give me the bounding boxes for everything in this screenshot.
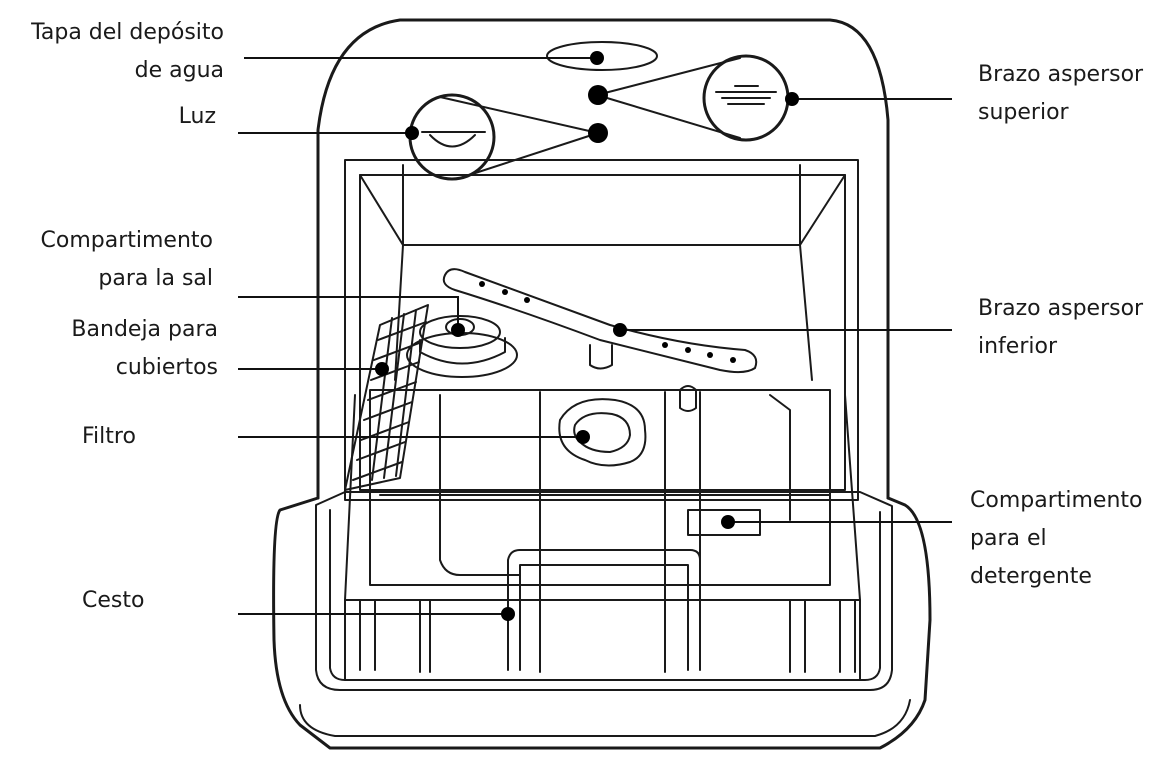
label-detergent-compartment: Compartimento para el detergente [970,482,1142,596]
leader-salt-compartment [238,296,459,330]
light-magnifier [408,93,496,181]
label-line: Luz [178,104,216,129]
label-line: para la sal [98,266,213,291]
label-line: detergente [970,564,1092,589]
dishwasher-door [272,496,932,750]
dishwasher-body [316,18,890,500]
label-line: Bandeja para [71,317,218,342]
label-line: superior [978,100,1069,125]
label-line: Cesto [82,588,145,613]
label-line: de agua [134,58,224,83]
label-line: Compartimento [970,488,1143,513]
label-basket: Cesto [82,582,144,620]
label-salt-compartment: Compartimento para la sal [41,222,213,298]
label-line: para el [970,526,1047,551]
filter-shape [558,398,647,467]
lower-spray-arm-shape [442,268,758,374]
cutlery-tray-shape [344,304,429,491]
label-light: Luz [179,98,216,136]
label-line: Tapa del depósito [31,20,224,45]
tub-cavity [344,159,859,501]
label-line: Brazo aspersor [978,62,1144,87]
label-upper-spray-arm: Brazo aspersor superior [978,56,1143,132]
label-water-tank-cap: Tapa del depósito de agua [31,14,224,90]
detergent-box [687,509,761,536]
water-tank-cap-shape [546,41,658,71]
basket-outline [369,389,831,586]
label-line: Brazo aspersor [978,296,1144,321]
label-cutlery-tray: Bandeja para cubiertos [71,311,218,387]
label-filter: Filtro [82,418,136,456]
label-line: Filtro [82,424,136,449]
label-line: cubiertos [115,355,218,380]
label-lower-spray-arm: Brazo aspersor inferior [978,290,1143,366]
label-line: inferior [978,334,1057,359]
label-line: Compartimento [40,228,213,253]
